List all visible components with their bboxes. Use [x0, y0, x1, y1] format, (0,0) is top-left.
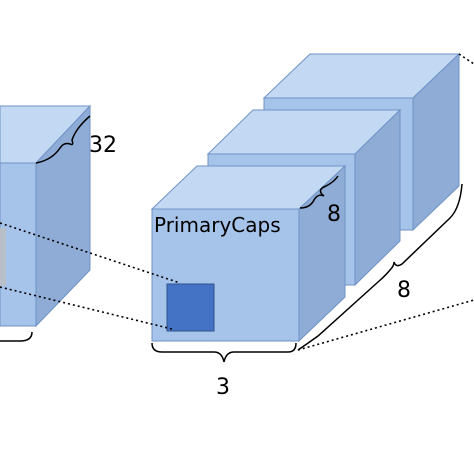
width-brace [151, 342, 297, 363]
caps-cube-middle-side [354, 108, 401, 287]
conv-cube [0, 104, 92, 328]
caps-cube-back-side [412, 52, 460, 232]
primarycaps-label: PrimaryCaps [154, 213, 281, 237]
caps-depth-label: 8 [327, 202, 341, 227]
conv-receptive-patch [0, 228, 6, 286]
left-width-brace [0, 331, 33, 342]
caps-depth-brace [299, 175, 339, 209]
stack-count-label: 8 [397, 278, 411, 303]
caps-cube-front-side [298, 164, 346, 343]
primarycaps-patch [166, 283, 215, 332]
width-count-label: 3 [216, 375, 230, 400]
projection-line-top [0, 222, 181, 284]
projection-line-right-upper [458, 53, 474, 65]
projection-line-right-lower [297, 299, 474, 351]
conv-cube-side [35, 104, 91, 328]
left-depth-label: 32 [89, 133, 117, 158]
caps-cube-front [150, 164, 347, 343]
left-depth-brace [35, 115, 91, 164]
stack-brace [297, 183, 463, 351]
